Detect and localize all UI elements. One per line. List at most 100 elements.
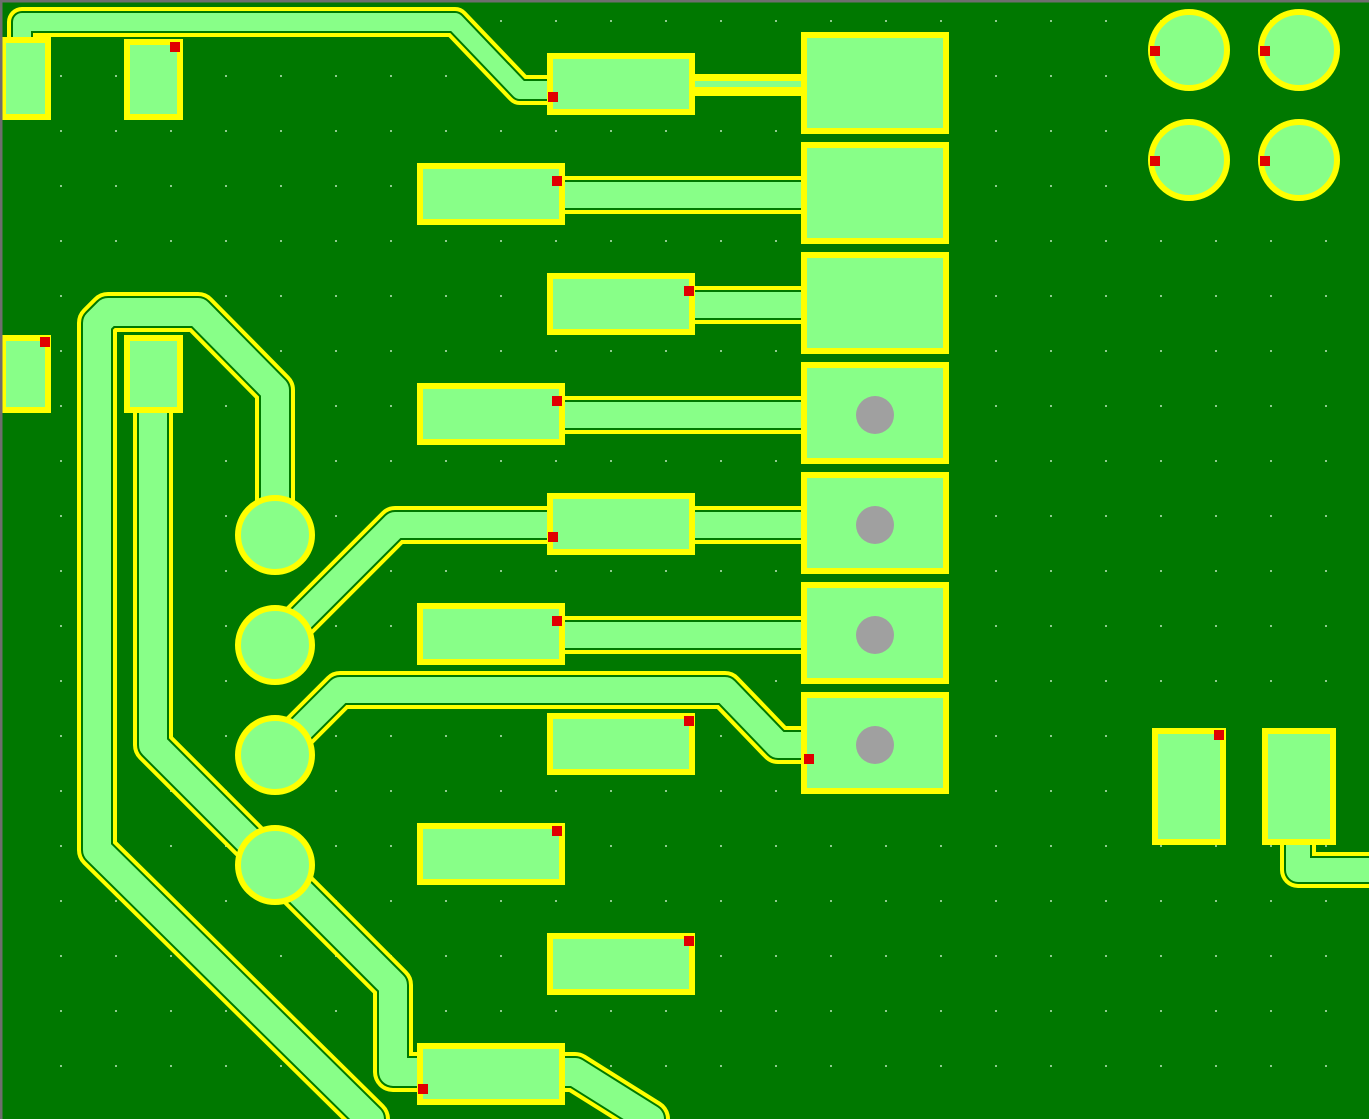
grid-dot-icon (830, 900, 832, 902)
grid-dot-icon (720, 900, 722, 902)
grid-dot-icon (885, 900, 887, 902)
rect-pad-icon[interactable] (801, 252, 949, 354)
grid-dot-icon (1270, 295, 1272, 297)
rect-pad-icon[interactable] (547, 713, 695, 775)
trace-right-bottom[interactable] (1280, 822, 1369, 888)
grid-dot-icon (60, 240, 62, 242)
grid-dot-icon (170, 130, 172, 132)
grid-dot-icon (225, 515, 227, 517)
grid-dot-icon (1270, 570, 1272, 572)
grid-dot-icon (995, 680, 997, 682)
rect-pad-icon[interactable] (547, 933, 695, 995)
grid-dot-icon (500, 20, 502, 22)
grid-dot-icon (500, 570, 502, 572)
trace-row-7[interactable] (256, 671, 829, 774)
grid-dot-icon (1050, 240, 1052, 242)
grid-dot-icon (1215, 680, 1217, 682)
rect-pad-icon[interactable] (417, 823, 565, 885)
grid-dot-icon (1050, 460, 1052, 462)
grid-dot-icon (1105, 515, 1107, 517)
grid-dot-icon (775, 130, 777, 132)
grid-dot-icon (775, 845, 777, 847)
rect-pad-icon[interactable] (417, 383, 565, 445)
grid-dot-icon (1050, 185, 1052, 187)
grid-dot-icon (1050, 515, 1052, 517)
grid-dot-icon (610, 130, 612, 132)
round-pad-icon[interactable] (235, 715, 315, 795)
grid-dot-icon (1160, 900, 1162, 902)
grid-dot-icon (1160, 680, 1162, 682)
grid-dot-icon (500, 790, 502, 792)
grid-dot-icon (1050, 735, 1052, 737)
drill-hole-icon (856, 726, 894, 764)
grid-dot-icon (720, 20, 722, 22)
pad-marker-icon (684, 936, 694, 946)
grid-dot-icon (1215, 405, 1217, 407)
grid-dot-icon (940, 900, 942, 902)
round-pad-icon[interactable] (235, 605, 315, 685)
grid-dot-icon (390, 75, 392, 77)
round-pad-icon[interactable] (1258, 119, 1340, 201)
grid-dot-icon (335, 845, 337, 847)
rect-pad-icon[interactable] (0, 335, 51, 413)
round-pad-icon[interactable] (1148, 9, 1230, 91)
pad-layer[interactable] (0, 9, 1340, 1105)
grid-dot-icon (665, 845, 667, 847)
rect-pad-icon[interactable] (547, 273, 695, 335)
grid-dot-icon (995, 790, 997, 792)
grid-dot-icon (1325, 350, 1327, 352)
round-pad-icon[interactable] (1148, 119, 1230, 201)
rect-pad-icon[interactable] (417, 1043, 565, 1105)
grid-dot-icon (60, 130, 62, 132)
rect-pad-icon[interactable] (0, 37, 51, 120)
grid-dot-icon (1105, 460, 1107, 462)
grid-dot-icon (500, 955, 502, 957)
rect-pad-icon[interactable] (547, 493, 695, 555)
rect-pad-icon[interactable] (124, 39, 183, 120)
rect-pad-icon[interactable] (417, 163, 565, 225)
grid-dot-icon (610, 20, 612, 22)
grid-dot-icon (335, 735, 337, 737)
grid-dot-icon (115, 900, 117, 902)
grid-dot-icon (995, 955, 997, 957)
grid-dot-icon (335, 515, 337, 517)
grid-dot-icon (445, 900, 447, 902)
rect-pad-icon[interactable] (547, 53, 695, 115)
grid-dot-icon (445, 570, 447, 572)
grid-dot-icon (60, 680, 62, 682)
rect-pad-icon[interactable] (1152, 728, 1226, 845)
drill-hole-icon (856, 616, 894, 654)
grid-dot-icon (390, 845, 392, 847)
grid-dot-icon (665, 240, 667, 242)
grid-dot-icon (445, 735, 447, 737)
grid-dot-icon (170, 1010, 172, 1012)
trace-left-loop[interactable] (77, 292, 390, 1119)
rect-pad-icon[interactable] (801, 32, 949, 134)
trace-left-inner[interactable] (133, 360, 670, 1119)
grid-dot-icon (60, 1065, 62, 1067)
grid-dot-icon (665, 1010, 667, 1012)
rect-pad-icon[interactable] (1262, 728, 1336, 845)
grid-dot-icon (555, 240, 557, 242)
rect-pad-icon[interactable] (124, 335, 183, 413)
grid-dot-icon (1105, 405, 1107, 407)
grid-dot-icon (170, 1065, 172, 1067)
grid-dot-icon (1050, 350, 1052, 352)
grid-dot-icon (500, 735, 502, 737)
round-pad-icon[interactable] (235, 825, 315, 905)
grid-dot-icon (775, 570, 777, 572)
grid-dot-icon (1105, 900, 1107, 902)
grid-dot-icon (335, 1010, 337, 1012)
grid-dot-icon (720, 1010, 722, 1012)
rect-pad-icon[interactable] (801, 142, 949, 244)
round-pad-icon[interactable] (235, 495, 315, 575)
grid-dot-icon (280, 350, 282, 352)
rect-pad-icon[interactable] (417, 603, 565, 665)
drill-hole-icon (856, 396, 894, 434)
round-pad-icon[interactable] (1258, 9, 1340, 91)
grid-dot-icon (995, 1010, 997, 1012)
grid-dot-icon (1105, 570, 1107, 572)
grid-dot-icon (280, 955, 282, 957)
